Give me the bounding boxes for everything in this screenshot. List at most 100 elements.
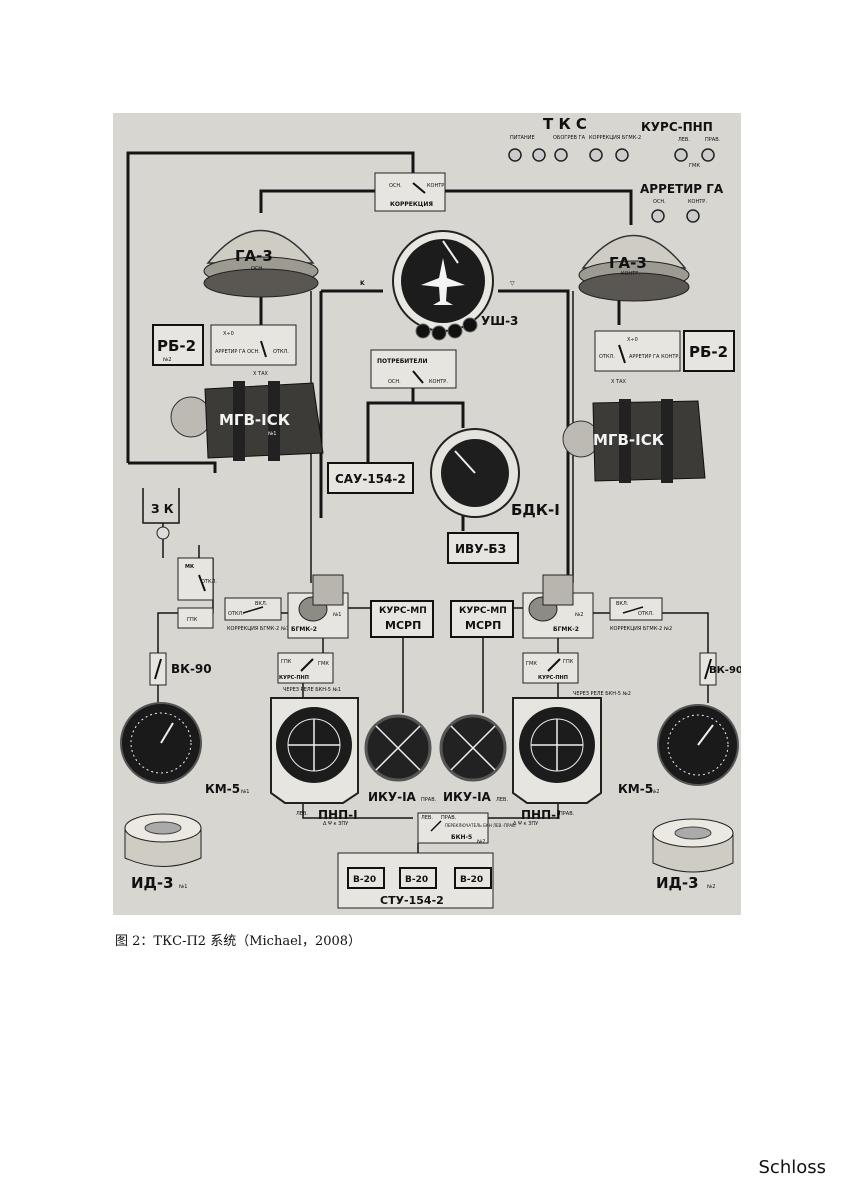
toggle-switch-icon[interactable]	[701, 148, 715, 162]
figure-caption: 图 2：ТКС-П2 系统（Michael，2008）	[115, 934, 362, 949]
rb2-right-switch-text: АРРЕТИР ГА КОНТР.	[629, 354, 680, 360]
bgmk-left: БГМК-2 №1	[287, 574, 349, 639]
kurs-mp-left-label1: КУРС-МП	[379, 606, 427, 616]
rb2-left-num: №2	[163, 357, 171, 363]
kurs-pnp-right: ГМК ГПК КУРС-ПНП ЧЕРЕЗ РЕЛЕ БКН-5 №2	[522, 652, 631, 697]
correction-left: ОСН.	[389, 183, 402, 189]
vk90-left-label: ВК-90	[171, 662, 212, 676]
tks-p2-diagram: Т К С ПИТАНИЕ ОБОГРЕВ ГА КОРРЕКЦИЯ БГМК-…	[113, 113, 741, 915]
bkn-dpsi-right: Δ Ψ к ЗПУ	[513, 821, 538, 827]
switch-lever-icon	[618, 344, 626, 364]
toggle-switch-icon[interactable]	[674, 148, 688, 162]
kurs-pnp-right-gmk: ГМК	[526, 661, 537, 667]
mgv-right: МГВ-IСК	[562, 399, 706, 483]
kurs-pnp-sub-prav: ПРАВ.	[705, 137, 721, 143]
v20-label: В-20	[460, 875, 483, 885]
bgmk-right-num: №2	[575, 612, 583, 618]
toggle-switch-icon[interactable]	[589, 148, 603, 162]
switch-lever-icon	[300, 658, 314, 672]
correction-label: КОРРЕКЦИЯ	[390, 201, 433, 208]
v20-label: В-20	[405, 875, 428, 885]
rb2-right-left: ОТКЛ.	[599, 354, 615, 360]
bgmk-left-label: БГМК-2	[291, 626, 317, 633]
switch-lever-icon	[430, 820, 442, 832]
needle-icon	[454, 450, 476, 474]
toggle-switch-icon[interactable]	[615, 148, 629, 162]
km5-right: КМ-5 №2	[618, 704, 739, 796]
switch-lever-icon	[198, 574, 206, 592]
id3-right-num: №2	[707, 884, 715, 890]
kurs-pnp-left-note: ЧЕРЕЗ РЕЛЕ БКН-5 №1	[283, 687, 341, 693]
gpk-left-label: ГПК	[187, 617, 198, 623]
needle-icon	[442, 240, 459, 264]
rb2-left-label: РБ-2	[157, 337, 196, 355]
consumers-left: ОСН.	[388, 379, 401, 385]
panel-title: Т К С	[543, 115, 587, 133]
bgmk-right-label: БГМК-2	[553, 626, 579, 633]
bdk-label: БДК-I	[511, 501, 560, 519]
kurs-pnp-left-gpk: ГПК	[281, 659, 292, 665]
kurs-mp-right-label2: МСРП	[465, 619, 501, 632]
id3-left-label: ИД-3	[131, 874, 174, 892]
stu-group: В-20 В-20 В-20 СТУ-154-2	[337, 852, 494, 909]
mgv-left-num: №1	[268, 431, 276, 437]
toggle-switch-icon[interactable]	[508, 148, 522, 162]
pnp-right: ПНП-I ПРАВ.	[512, 697, 602, 822]
vk90-right-label: ВК-90	[709, 665, 741, 676]
kurs-pnp-left: ГПК ГМК КУРС-ПНП ЧЕРЕЗ РЕЛЕ БКН-5 №1	[277, 652, 341, 693]
bkn-note: ПЕРЕКЛЮЧАТЕЛЬ БКН ЛЕВ.-ПРАВ.	[445, 823, 516, 828]
id3-right-label: ИД-3	[656, 874, 699, 892]
sau-box: САУ-154-2	[327, 462, 414, 494]
kurs-pnp-right-note: ЧЕРЕЗ РЕЛЕ БКН-5 №2	[573, 691, 631, 697]
airplane-icon	[421, 258, 465, 305]
km5-left-num: №1	[241, 789, 249, 795]
bkn-label: БКН-5	[451, 834, 472, 841]
kurs-mp-left: КУРС-МП МСРП	[370, 600, 434, 638]
bdk-indicator: БДК-I	[430, 428, 560, 519]
bgmk-left-num: №1	[333, 612, 341, 618]
sau-label: САУ-154-2	[335, 472, 406, 486]
correction-right: КОНТР.	[427, 183, 446, 189]
iku-right-side: ЛЕВ.	[496, 797, 508, 803]
contact-icon	[156, 526, 170, 540]
page-footer: Schloss	[758, 1157, 827, 1178]
switch-lever-icon	[412, 182, 426, 194]
iku-right-label: ИКУ-IА	[443, 790, 492, 804]
ush3-label: УШ-3	[481, 314, 518, 328]
needle-icon	[160, 722, 174, 744]
iku-right: ИКУ-IА ЛЕВ.	[439, 714, 508, 804]
kurs-pnp-left-gmk: ГМК	[318, 661, 329, 667]
bkn5-box: ЛЕВ. ПРАВ. ПЕРЕКЛЮЧАТЕЛЬ БКН ЛЕВ.-ПРАВ. …	[323, 812, 538, 845]
iku-left-side: ПРАВ.	[421, 797, 437, 803]
iku-left: ИКУ-IА ПРАВ.	[364, 714, 437, 804]
kurs-pnp-sub-lev: ЛЕВ.	[678, 137, 690, 143]
mgv-left-label: МГВ-IСК	[219, 411, 291, 429]
arretir-sub-kontr: КОНТР.	[688, 199, 707, 205]
rb2-right-note: Х ТАХ	[611, 379, 626, 385]
mgv-right-label: МГВ-IСК	[593, 431, 665, 449]
vkl-right-sub: ОТКЛ.	[638, 611, 654, 617]
vkl-right-note: КОРРЕКЦИЯ БГМК-2 №2	[610, 626, 672, 632]
toggle-switch-icon[interactable]	[651, 209, 665, 223]
ga3-right: ГА-3 КОНТР.	[578, 234, 690, 302]
arretir-sub-osn: ОСН.	[653, 199, 666, 205]
iku-left-label: ИКУ-IА	[368, 790, 417, 804]
id3-right: ИД-3 №2	[652, 818, 734, 892]
toggle-switch-icon[interactable]	[532, 148, 546, 162]
toggle-switch-icon[interactable]	[554, 148, 568, 162]
pnp-right-label: ПНП-I	[521, 808, 561, 822]
toggle-switch-icon[interactable]	[686, 209, 700, 223]
vkl-right-label: ВКЛ.	[616, 601, 629, 607]
ga3-right-sub: КОНТР.	[621, 271, 640, 277]
zk-group: З К МК ОТКЛ. ГПК	[142, 488, 217, 629]
panel-switch-label: КОРРЕКЦИЯ БГМК-2	[589, 135, 641, 141]
zk-label: З К	[151, 502, 174, 516]
kurs-mp-right-label1: КУРС-МП	[459, 606, 507, 616]
km5-left-label: КМ-5	[205, 782, 240, 796]
kurs-mp-right: КУРС-МП МСРП	[450, 600, 514, 638]
bgmk-right: БГМК-2 №2	[522, 574, 594, 639]
km5-right-label: КМ-5	[618, 782, 653, 796]
kurs-pnp-right-gpk: ГПК	[563, 659, 574, 665]
panel-switch-label: ПИТАНИЕ	[510, 135, 535, 141]
correction-box: ОСН. КОНТР. КОРРЕКЦИЯ	[374, 172, 446, 212]
